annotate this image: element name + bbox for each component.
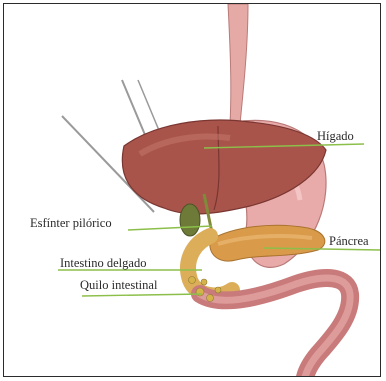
label-pancreas: Páncrea xyxy=(329,235,369,248)
digestive-anatomy-illustration xyxy=(4,4,381,377)
esophagus xyxy=(228,4,248,124)
label-liver: Hígado xyxy=(317,130,354,143)
label-small-intestine: Intestino delgado xyxy=(60,257,146,270)
label-intestinal-chyle: Quilo intestinal xyxy=(80,279,157,292)
figure-frame: Hígado Esfínter pilórico Páncrea Intesti… xyxy=(3,3,381,377)
gallbladder xyxy=(180,204,200,236)
label-pyloric-sphincter: Esfínter pilórico xyxy=(30,217,112,230)
